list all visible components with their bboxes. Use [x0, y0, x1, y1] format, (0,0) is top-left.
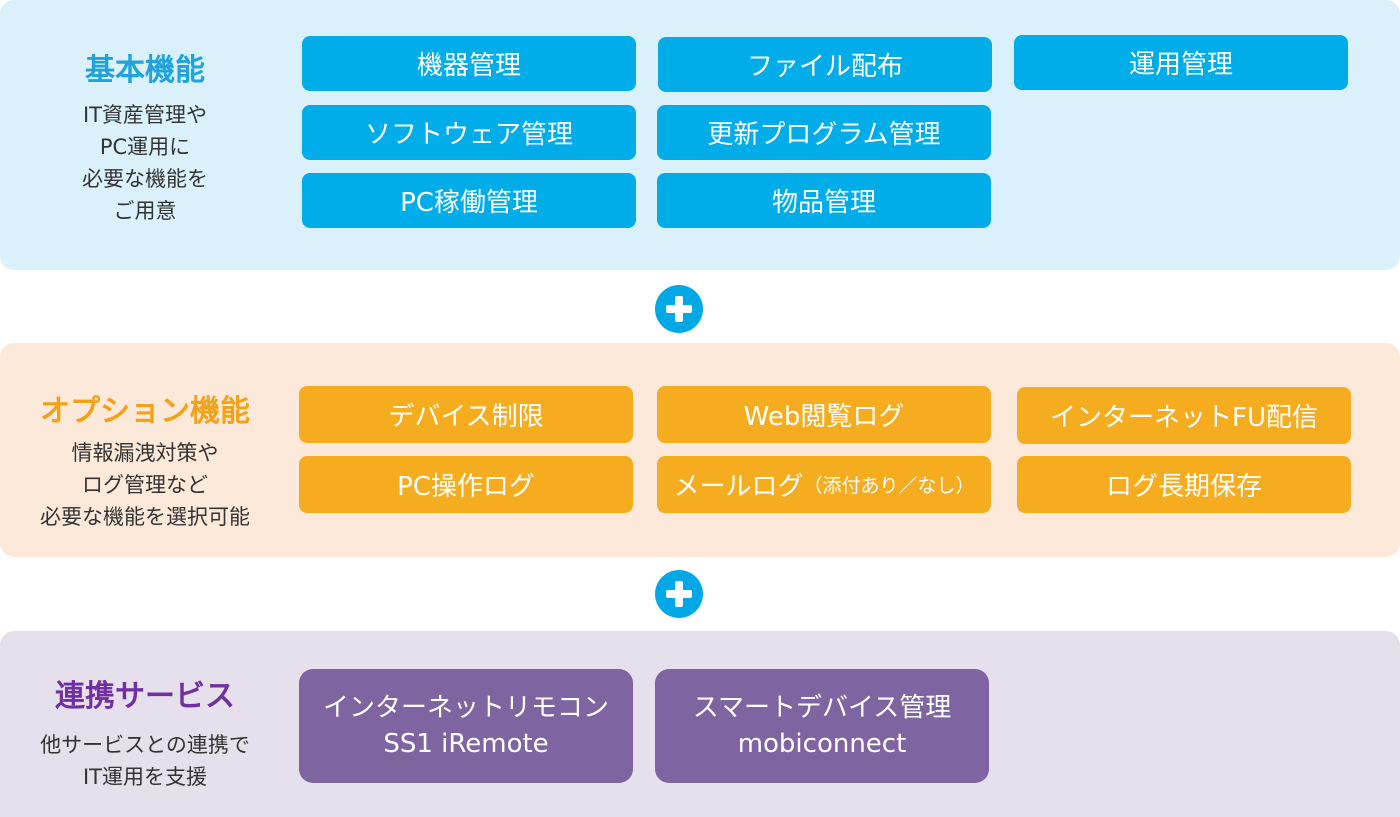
- pc-uptime-management-button[interactable]: PC稼働管理: [302, 173, 636, 228]
- description-line: IT運用を支援: [82, 765, 208, 789]
- web-browsing-log-button[interactable]: Web閲覧ログ: [657, 386, 991, 443]
- mail-log-label: メールログ: [673, 472, 804, 502]
- internet-fu-distribution-button[interactable]: インターネットFU配信: [1017, 387, 1351, 444]
- description-line: PC運用に: [99, 135, 191, 159]
- description-line: 情報漏洩対策や: [71, 441, 219, 465]
- option-functions-panel: オプション機能 情報漏洩対策や ログ管理など 必要な機能を選択可能 デバイス制限…: [0, 343, 1400, 557]
- option-functions-title: オプション機能: [40, 394, 250, 429]
- basic-functions-panel: 基本機能 IT資産管理や PC運用に 必要な機能を ご用意 機器管理 ファイル配…: [0, 0, 1400, 270]
- ss1-iremote-line1: インターネットリモコン: [322, 693, 609, 723]
- option-functions-description: 情報漏洩対策や ログ管理など 必要な機能を選択可能: [0, 437, 290, 533]
- mobiconnect-line2: mobiconnect: [737, 729, 907, 759]
- plus-icon: [655, 285, 703, 333]
- mobiconnect-line1: スマートデバイス管理: [692, 693, 952, 723]
- operation-management-button[interactable]: 運用管理: [1014, 35, 1348, 90]
- plus-icon: [655, 570, 703, 618]
- linked-services-title: 連携サービス: [55, 679, 235, 714]
- description-line: ご用意: [113, 199, 177, 223]
- long-term-log-storage-button[interactable]: ログ長期保存: [1017, 456, 1351, 513]
- linked-services-description: 他サービスとの連携で IT運用を支援: [0, 729, 290, 793]
- basic-functions-title: 基本機能: [85, 53, 205, 88]
- linked-services-panel: 連携サービス 他サービスとの連携で IT運用を支援 インターネットリモコン SS…: [0, 631, 1400, 817]
- device-restriction-button[interactable]: デバイス制限: [299, 386, 633, 443]
- mail-log-button[interactable]: メールログ （添付あり／なし）: [657, 456, 991, 513]
- goods-management-button[interactable]: 物品管理: [657, 173, 991, 228]
- basic-functions-description: IT資産管理や PC運用に 必要な機能を ご用意: [0, 99, 290, 227]
- pc-operation-log-button[interactable]: PC操作ログ: [299, 456, 633, 513]
- description-line: IT資産管理や: [82, 103, 208, 127]
- description-line: 必要な機能を選択可能: [40, 505, 250, 529]
- mail-log-note: （添付あり／なし）: [803, 475, 975, 497]
- device-management-button[interactable]: 機器管理: [302, 36, 636, 91]
- file-distribution-button[interactable]: ファイル配布: [658, 37, 992, 92]
- ss1-iremote-line2: SS1 iRemote: [383, 729, 549, 759]
- ss1-iremote-button[interactable]: インターネットリモコン SS1 iRemote: [299, 669, 633, 783]
- description-line: ログ管理など: [82, 473, 208, 497]
- description-line: 他サービスとの連携で: [40, 733, 250, 757]
- mobiconnect-button[interactable]: スマートデバイス管理 mobiconnect: [655, 669, 989, 783]
- software-management-button[interactable]: ソフトウェア管理: [302, 105, 636, 160]
- update-program-management-button[interactable]: 更新プログラム管理: [657, 105, 991, 160]
- description-line: 必要な機能を: [82, 167, 208, 191]
